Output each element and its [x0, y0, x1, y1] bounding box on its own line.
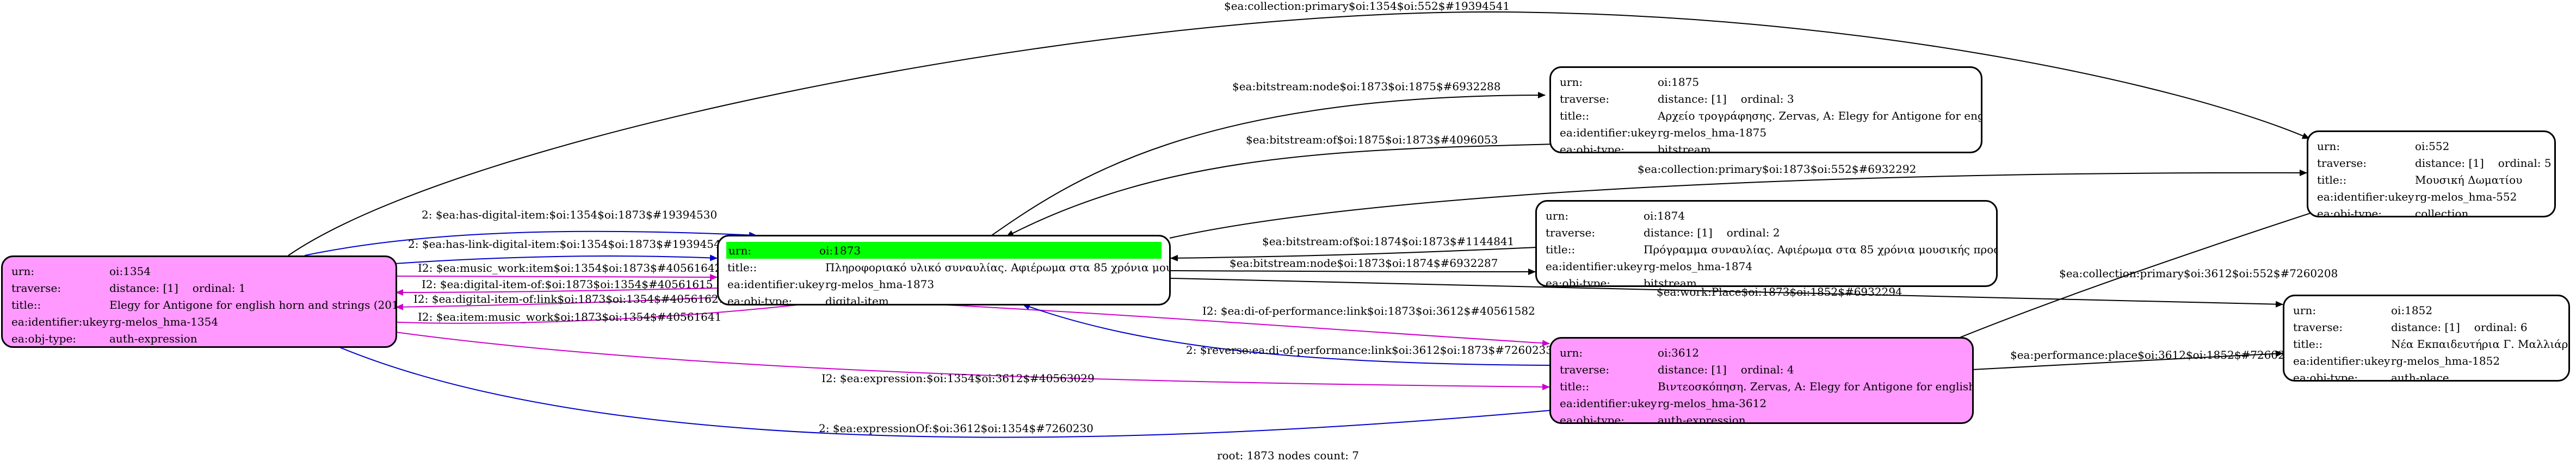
edge-label: $ea:bitstream:node$oi:1873$oi:1874$#6932… [1230, 257, 1498, 270]
edge-label: I2: $ea:di-of-performance:link$oi:1873$o… [1202, 304, 1535, 317]
node-oi-1852[interactable]: urn:oi:1852 traverse:distance: [1]ordina… [2283, 295, 2570, 382]
node-row-urn: urn:oi:1874 [1546, 209, 1685, 222]
edge-label: I2: $ea:item:music_work$oi:1873$oi:1354$… [418, 310, 721, 323]
edge-label: $ea:collection:primary$oi:1873$oi:552$#6… [1638, 163, 1916, 176]
node-row-title: title::Αρχείο τρογράφησης. Zervas, A: El… [1560, 109, 1981, 122]
node-row-obj-type: ea:obj-type:bitstream [1560, 142, 1711, 153]
edge-collection-1354-552 [288, 11, 2310, 256]
edge-label: $ea:collection:primary$oi:3612$oi:552$#7… [2059, 267, 2338, 280]
node-row-title: title::Βιντεοσκόπηση. Zervas, A: Elegy f… [1560, 379, 1972, 393]
node-row-title: title::Elegy for Antigone for english ho… [11, 298, 396, 311]
edge-bitstream-node-1875 [990, 92, 1546, 237]
edge-bitstream-node-1874 [1170, 268, 1536, 275]
edge-music-work-item [394, 273, 718, 280]
node-row-title: title::Νέα Εκπαιδευτήρια Γ. Μαλλιάρα [2293, 337, 2568, 351]
edge-label: 2: $ea:has-link-digital-item:$oi:1354$oi… [408, 238, 727, 251]
edge-item-music-work [386, 304, 803, 326]
node-row-urn-highlighted: urn:oi:1873 [726, 242, 1162, 259]
edge-has-digital-item [304, 230, 757, 256]
edge-label: 2: $ea:has-digital-item:$oi:1354$oi:1873… [422, 208, 717, 221]
edge-label: $ea:collection:primary$oi:1354$oi:552$#1… [1224, 0, 1510, 13]
node-row-urn: urn:oi:1875 [1560, 75, 1700, 89]
node-row-title: title::Πληροφοριακό υλικό συναυλίας. Αφι… [727, 260, 1169, 274]
edge-performance-place [1972, 350, 2283, 370]
node-oi-3612[interactable]: urn:oi:3612 traverse:distance: [1]ordina… [1549, 337, 1974, 424]
node-oi-1874[interactable]: urn:oi:1874 traverse:distance: [1]ordina… [1535, 200, 1998, 287]
node-row-traverse: traverse:distance: [1]ordinal: 3 [1560, 92, 1794, 105]
edge-label: $ea:bitstream:node$oi:1873$oi:1875$#6932… [1232, 80, 1501, 93]
node-row-urn: urn:oi:552 [2317, 139, 2450, 153]
node-oi-1354[interactable]: urn:oi:1354 traverse:distance: [1]ordina… [1, 255, 397, 348]
node-row-title: title::Μουσική Δωματίου [2317, 173, 2523, 186]
node-row-traverse: traverse:distance: [1]ordinal: 4 [1560, 363, 1794, 376]
node-row-obj-type: ea:obj-type:auth-expression [1560, 413, 1746, 424]
edge-label: I2: $ea:music_work:item$oi:1354$oi:1873$… [418, 261, 721, 274]
edge-bitstream-of-1875 [1006, 143, 1556, 237]
edge-expression-of [285, 321, 1551, 438]
node-row-traverse: traverse:distance: [1]ordinal: 1 [11, 281, 246, 295]
node-row-urn: urn:oi:1852 [2293, 303, 2433, 317]
node-row-obj-type: ea:obj-type:bitstream [1546, 276, 1697, 287]
edge-digital-item-of [396, 288, 718, 296]
node-row-urn: urn:oi:1354 [11, 264, 151, 278]
node-row-obj-type: ea:obj-type:auth-expression [11, 332, 197, 345]
edge-has-link-digital-item [394, 254, 718, 264]
node-oi-552[interactable]: urn:oi:552 traverse:distance: [1]ordinal… [2307, 130, 2556, 217]
node-oi-1875[interactable]: urn:oi:1875 traverse:distance: [1]ordina… [1549, 66, 1982, 153]
edge-expression [337, 323, 1550, 390]
node-row-traverse: traverse:distance: [1]ordinal: 6 [2293, 320, 2528, 334]
edge-reverse-di-of-performance [1022, 303, 1550, 366]
node-row-obj-type: ea:obj-type:collection [2317, 207, 2469, 217]
node-row-traverse: traverse:distance: [1]ordinal: 2 [1546, 226, 1780, 239]
edge-collection-1873-552 [1169, 169, 2307, 239]
node-row-urn: urn:oi:3612 [1560, 346, 1700, 359]
edge-label: 2: $ea:expressionOf:$oi:3612$oi:1354$#72… [819, 422, 1094, 435]
edge-label: I2: $ea:digital-item-of:link$oi:1873$oi:… [413, 292, 725, 305]
edge-collection-3612-552 [1947, 204, 2334, 343]
edge-bitstream-of-1874 [1170, 247, 1537, 261]
node-row-title: title::Πρόγραμμα συναυλίας. Αφιέρωμα στα… [1546, 242, 1996, 256]
edge-label: I2: $ea:expression:$oi:1354$oi:3612$#405… [821, 372, 1095, 385]
edge-label: I2: $ea:digital-item-of:$oi:1873$oi:1354… [422, 278, 713, 291]
graph-footer: root: 1873 nodes count: 7 [1216, 449, 1360, 462]
node-oi-1873-root[interactable]: urn:oi:1873 title::Πληροφοριακό υλικό συ… [717, 235, 1171, 305]
edge-label: $ea:performance:place$oi:3612$oi:1852$#7… [2010, 348, 2299, 361]
edge-label: $ea:bitstream:of$oi:1875$oi:1873$#409605… [1246, 133, 1498, 146]
edge-label: 2: $reverse:ea:di-of-performance:link$oi… [1186, 344, 1553, 357]
edge-label: $ea:bitstream:of$oi:1874$oi:1873$#114484… [1262, 235, 1514, 248]
node-row-traverse: traverse:distance: [1]ordinal: 5 [2317, 156, 2552, 170]
edge-label: $ea:work:Place$oi:1873$oi:1852$#6932294 [1657, 285, 1902, 298]
edge-digital-item-of-link [396, 297, 718, 310]
node-row-obj-type: ea:obj-type:auth-place [2293, 371, 2449, 382]
node-row-obj-type: ea:obj-type:digital-item [727, 294, 889, 305]
